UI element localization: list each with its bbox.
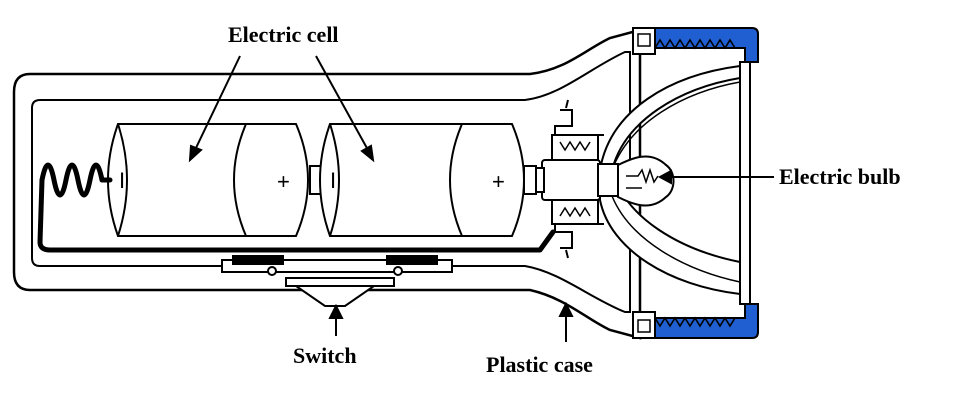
cap-top [632,27,759,63]
battery-right-positive-mark: + [492,169,505,194]
cap-bottom-thread [654,316,736,328]
battery-left-positive-end [233,123,309,237]
label-electric-bulb: Electric bulb [779,164,901,189]
label-electric-cell: Electric cell [228,22,339,47]
label-switch: Switch [293,343,357,368]
switch-rivet-left [267,266,277,276]
socket-core [541,159,601,201]
arrowhead-electric-cell-left [188,144,203,163]
arrowhead-plastic-case [558,301,574,317]
spring-coil [39,162,113,198]
switch-assembly [221,255,453,307]
battery-right-positive-end [449,123,525,237]
reflector-inner [611,81,741,283]
cap-top-notch [637,33,651,47]
battery-right-terminal [523,165,537,195]
switch-knob [292,285,378,307]
switch-contact-right [386,255,438,265]
battery-left-back-curve [117,123,128,237]
battery-left: I + [107,123,323,237]
bulb-base [597,163,619,197]
cap-top-thread [654,38,736,50]
battery-right-back-curve [329,123,340,237]
plastic-case-inner-wall [31,51,631,313]
arrow-electric-cell-right [315,55,369,151]
arrowhead-switch [328,303,344,319]
battery-left-negative-mark: I [119,168,125,193]
glass-lens [739,61,751,305]
battery-right-negative-mark: I [330,168,336,193]
cap-bottom [632,303,759,339]
arrow-electric-cell-left [194,55,241,151]
switch-slider [285,277,395,287]
switch-contact-left [232,255,284,265]
label-plastic-case: Plastic case [486,352,593,377]
socket-thread-top [559,140,591,152]
arrowhead-electric-bulb [657,169,672,185]
socket-thread-bottom [559,206,591,218]
battery-right: I + [319,123,537,237]
switch-rivet-right [393,266,403,276]
callout-arrows [188,55,774,342]
bulb-holder-bracket-arm [565,99,569,259]
conductor-strip [37,177,556,253]
arrowhead-electric-cell-right [360,144,375,163]
bulb-filament [626,167,659,189]
battery-left-positive-mark: + [277,169,290,194]
cap-bottom-notch [637,319,651,333]
plastic-case-outline [12,28,642,340]
